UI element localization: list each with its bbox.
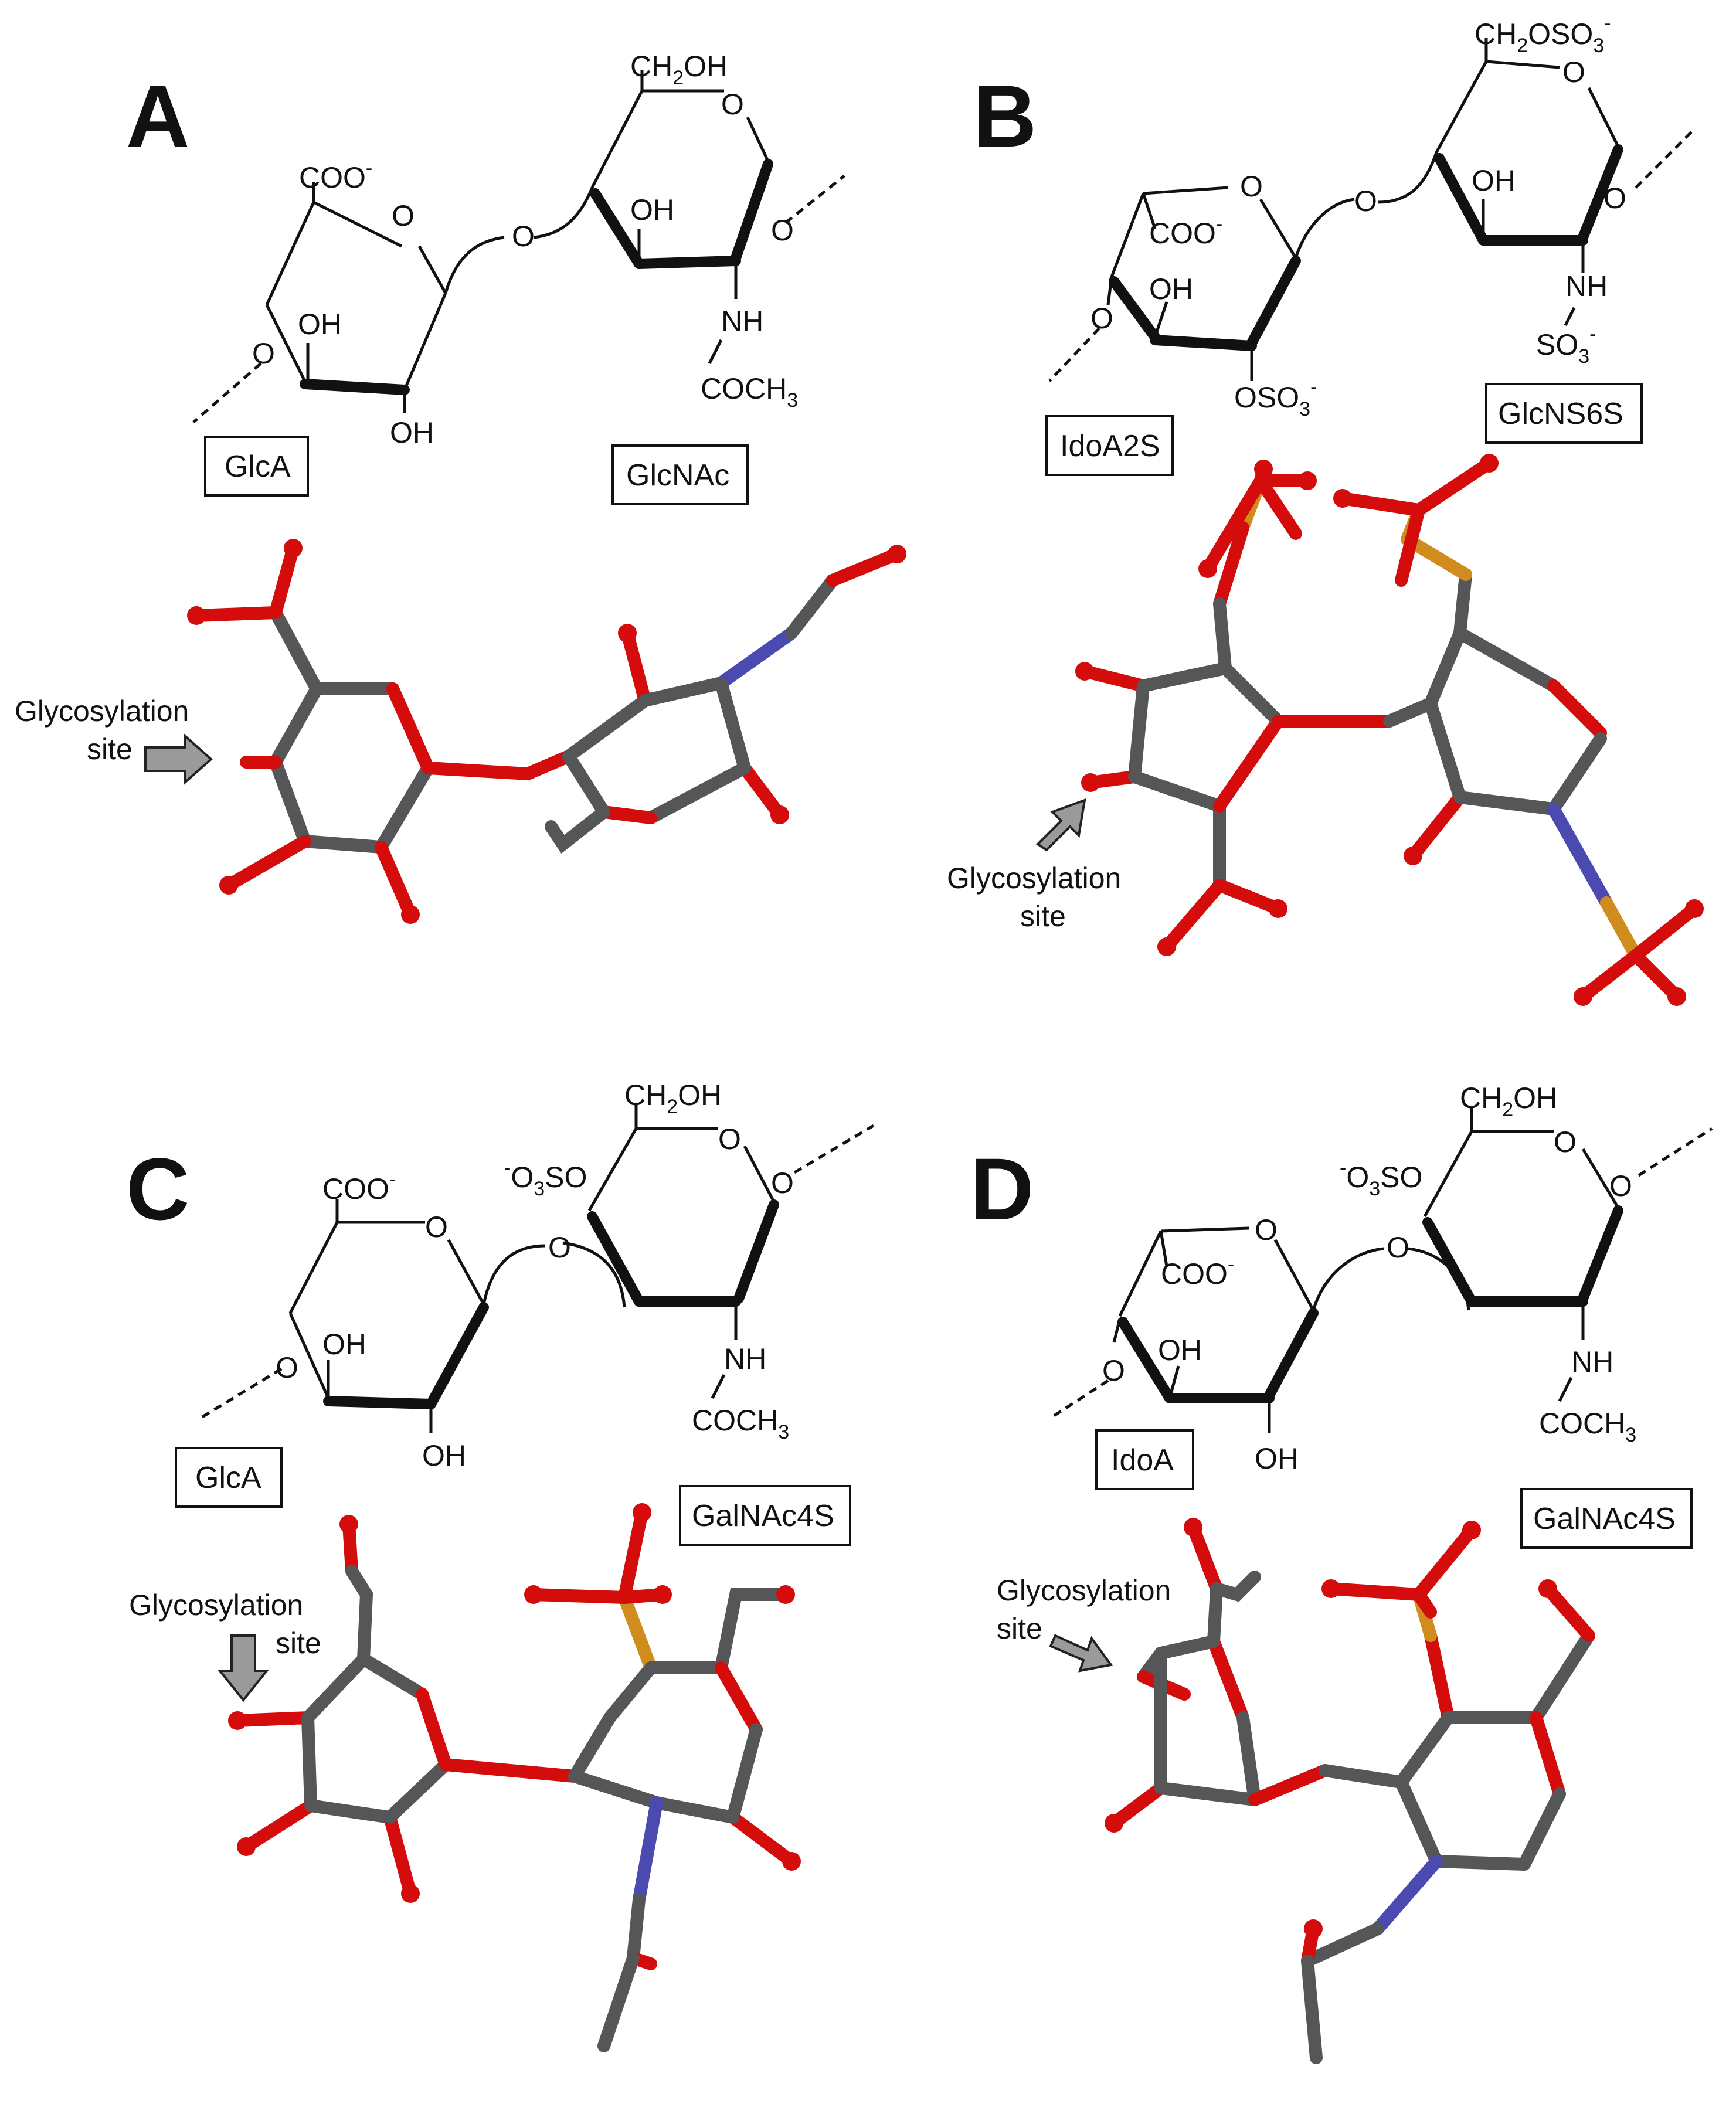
panel-b-idoa2s-structure: O COO- OH O OSO3- (1048, 170, 1355, 420)
svg-text:O: O (721, 88, 744, 121)
svg-text:O: O (1562, 56, 1585, 89)
panel-c: C COO- O O OH OH O (126, 1079, 875, 2052)
svg-text:OH: OH (322, 1328, 366, 1361)
panel-b-right-residue-label: GlcNS6S (1498, 397, 1623, 431)
panel-letter-d: D (970, 1140, 1034, 1238)
svg-text:CH2OH: CH2OH (624, 1079, 722, 1118)
panel-a-stick-model (187, 539, 906, 924)
panel-b-site-label-line2: site (1020, 900, 1066, 933)
svg-text:NH: NH (1565, 270, 1608, 302)
panel-a-glca-structure: COO- O O OH OH (192, 157, 505, 449)
svg-text:OH: OH (422, 1439, 466, 1472)
svg-text:COCH3: COCH3 (701, 372, 798, 412)
panel-b-left-residue-label: IdoA2S (1060, 429, 1160, 463)
svg-text:O: O (771, 214, 794, 247)
panel-b-site-arrow (1035, 798, 1086, 852)
panel-c-galnac4s-structure: O CH2OH O O -O3SO NH COCH3 (504, 1079, 875, 1443)
svg-text:O: O (512, 220, 535, 253)
svg-text:O: O (771, 1167, 794, 1199)
panel-d-right-residue-label: GalNAc4S (1533, 1502, 1676, 1536)
svg-text:O: O (1609, 1170, 1632, 1202)
svg-text:O: O (1255, 1214, 1278, 1246)
svg-text:SO3-: SO3- (1536, 323, 1596, 368)
panel-c-site-arrow (217, 1634, 270, 1702)
panel-d: D O COO- OH O OH O (970, 1082, 1713, 2064)
svg-text:O: O (1387, 1231, 1409, 1264)
svg-text:CH2OSO3-: CH2OSO3- (1475, 12, 1611, 57)
svg-text:-O3SO: -O3SO (1340, 1157, 1422, 1200)
svg-text:O: O (1603, 182, 1626, 215)
svg-text:O: O (718, 1123, 741, 1155)
panel-d-site-label-line1: Glycosylation (997, 1574, 1171, 1607)
svg-text:-O3SO: -O3SO (504, 1157, 587, 1200)
panel-a-site-label-line2: site (87, 733, 133, 766)
panel-c-stick-model (228, 1503, 801, 2052)
svg-text:O: O (252, 337, 275, 370)
svg-text:OSO3-: OSO3- (1234, 376, 1317, 420)
svg-text:OH: OH (630, 193, 674, 226)
panel-c-left-residue-label: GlcA (195, 1461, 261, 1495)
panel-a-glcnac-structure: O CH2OH O O OH NH COCH3 (512, 50, 845, 412)
panel-d-stick-model (1105, 1518, 1595, 2064)
svg-text:CH2OH: CH2OH (1460, 1082, 1557, 1121)
panel-a: A COO- O O OH OH O (15, 50, 906, 924)
svg-text:O: O (1554, 1126, 1577, 1158)
svg-text:NH: NH (721, 305, 763, 338)
panel-a-right-residue-label: GlcNAc (626, 458, 729, 492)
svg-text:O: O (425, 1211, 448, 1243)
panel-d-idoa-structure: O COO- OH O OH (1048, 1214, 1384, 1475)
panel-c-right-residue-label: GalNAc4S (692, 1499, 834, 1533)
svg-text:O: O (1090, 302, 1113, 335)
panel-a-site-arrow (144, 733, 213, 786)
svg-text:OH: OH (1472, 164, 1516, 197)
panel-d-galnac4s-structure: O CH2OH O O -O3SO NH COCH3 (1340, 1082, 1713, 1446)
svg-text:COCH3: COCH3 (1539, 1407, 1636, 1446)
svg-text:NH: NH (1571, 1345, 1613, 1378)
svg-text:CH2OH: CH2OH (630, 50, 728, 89)
panel-d-site-label-line2: site (997, 1612, 1042, 1645)
svg-text:O: O (276, 1351, 298, 1384)
svg-text:OH: OH (1149, 273, 1193, 305)
svg-text:COO-: COO- (1161, 1253, 1234, 1290)
panel-b: B O COO- OH O OSO3- O (947, 12, 1704, 1006)
svg-text:COO-: COO- (1149, 213, 1222, 250)
panel-b-stick-model (1075, 454, 1704, 1006)
panel-a-site-label-line1: Glycosylation (15, 695, 189, 728)
panel-c-glca-structure: COO- O O OH OH (198, 1168, 546, 1472)
svg-text:O: O (1240, 170, 1263, 203)
panel-b-site-label-line1: Glycosylation (947, 862, 1121, 895)
panel-letter-a: A (126, 67, 189, 165)
panel-a-left-residue-label: GlcA (225, 450, 291, 484)
svg-text:OH: OH (298, 308, 342, 341)
panel-letter-b: B (973, 67, 1037, 165)
svg-text:COO-: COO- (322, 1168, 396, 1205)
svg-text:O: O (1102, 1354, 1125, 1387)
svg-text:COCH3: COCH3 (692, 1404, 789, 1443)
svg-text:OH: OH (1255, 1442, 1299, 1475)
panel-c-site-label-line2: site (276, 1627, 321, 1660)
panel-d-site-arrow (1049, 1634, 1113, 1673)
panel-b-glcns6s-structure: O CH2OSO3- O O OH NH SO3- (1354, 12, 1693, 368)
svg-text:NH: NH (724, 1342, 766, 1375)
svg-text:OH: OH (390, 416, 434, 449)
svg-text:O: O (392, 199, 415, 232)
svg-text:COO-: COO- (299, 157, 372, 194)
panel-c-site-label-line1: Glycosylation (129, 1589, 303, 1622)
svg-text:O: O (1354, 185, 1377, 217)
svg-text:OH: OH (1158, 1334, 1202, 1367)
panel-d-left-residue-label: IdoA (1111, 1443, 1174, 1477)
svg-text:O: O (548, 1231, 571, 1264)
panel-letter-c: C (126, 1140, 189, 1238)
